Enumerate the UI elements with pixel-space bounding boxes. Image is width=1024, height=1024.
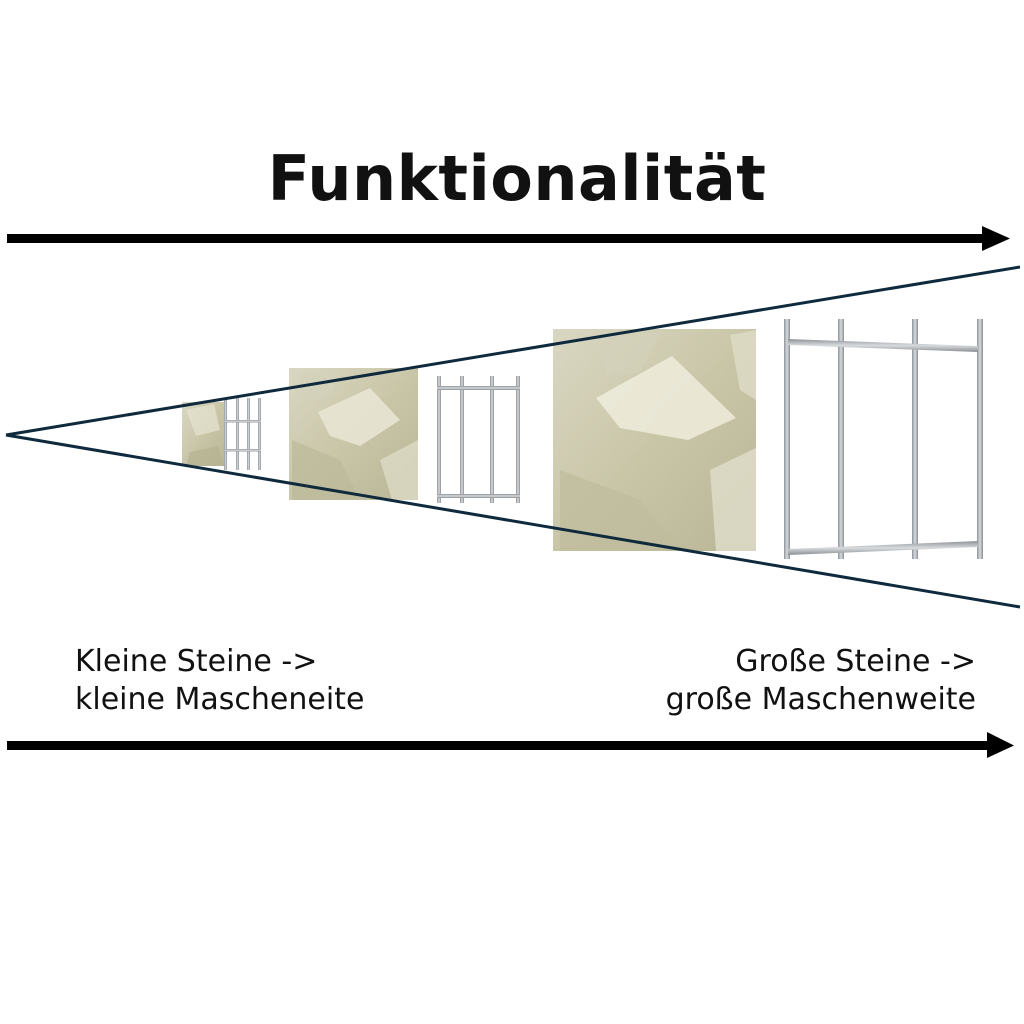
caption-large-stones: Große Steine -> große Maschenweite	[666, 643, 976, 719]
diagram-title: Funktionalität	[267, 142, 767, 215]
caption-right-line1: Große Steine ->	[735, 644, 976, 679]
bottom-arrow-icon	[7, 732, 1014, 758]
mesh-image-medium	[437, 376, 520, 503]
funnel-outline	[5, 265, 1021, 609]
stones-image-large	[553, 329, 756, 551]
top-arrow-icon	[7, 226, 1010, 251]
mesh-image-small	[224, 398, 261, 470]
stones-image-medium	[289, 368, 418, 500]
stones-image-small	[182, 402, 224, 466]
caption-left-line2: kleine Mascheneite	[75, 682, 365, 717]
caption-left-line1: Kleine Steine ->	[75, 644, 318, 679]
caption-right-line2: große Maschenweite	[665, 682, 976, 717]
mesh-image-large	[784, 319, 983, 559]
caption-small-stones: Kleine Steine -> kleine Mascheneite	[75, 643, 364, 719]
